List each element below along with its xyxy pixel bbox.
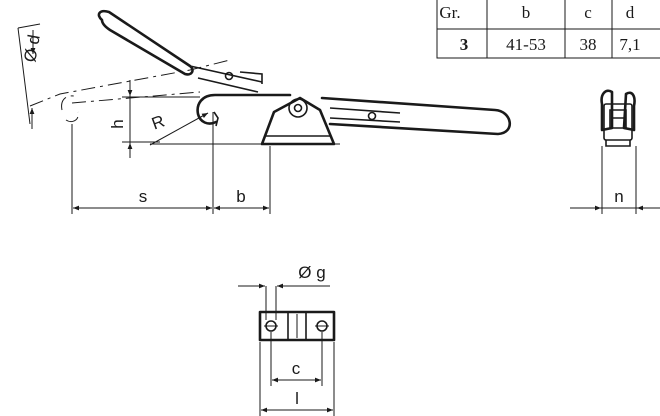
table-header-b: b	[522, 3, 531, 22]
dim-label-b: b	[236, 187, 245, 206]
spec-table: Gr. b c d 3 41-53 38 7,1	[436, 0, 660, 59]
side-view-dimensions: Ø d h R s b	[17, 23, 271, 214]
dim-label-r: R	[149, 111, 167, 133]
dim-label-phi-g: Ø g	[298, 263, 325, 282]
table-cell-gr: 3	[460, 35, 469, 54]
table-header-d: d	[626, 3, 635, 22]
dim-label-h: h	[108, 119, 127, 128]
dim-label-n: n	[614, 187, 623, 206]
main-pivot	[288, 98, 308, 118]
dim-label-l: l	[295, 389, 299, 408]
table-header-gr: Gr.	[439, 3, 460, 22]
base-plate-top-view: Ø g c l	[238, 263, 336, 416]
dim-label-s: s	[139, 187, 148, 206]
table-header-c: c	[584, 3, 592, 22]
clamp-end-view: n	[570, 89, 660, 214]
table-cell-c: 38	[580, 35, 597, 54]
base-plate-outline	[258, 310, 336, 342]
table-cell-b: 41-53	[506, 35, 546, 54]
handle-pivot-hole	[367, 111, 377, 121]
clamp-side-view	[29, 9, 511, 146]
dim-label-c: c	[292, 359, 301, 378]
dim-label-phi-d: Ø d	[20, 33, 43, 63]
table-cell-d: 7,1	[619, 35, 640, 54]
